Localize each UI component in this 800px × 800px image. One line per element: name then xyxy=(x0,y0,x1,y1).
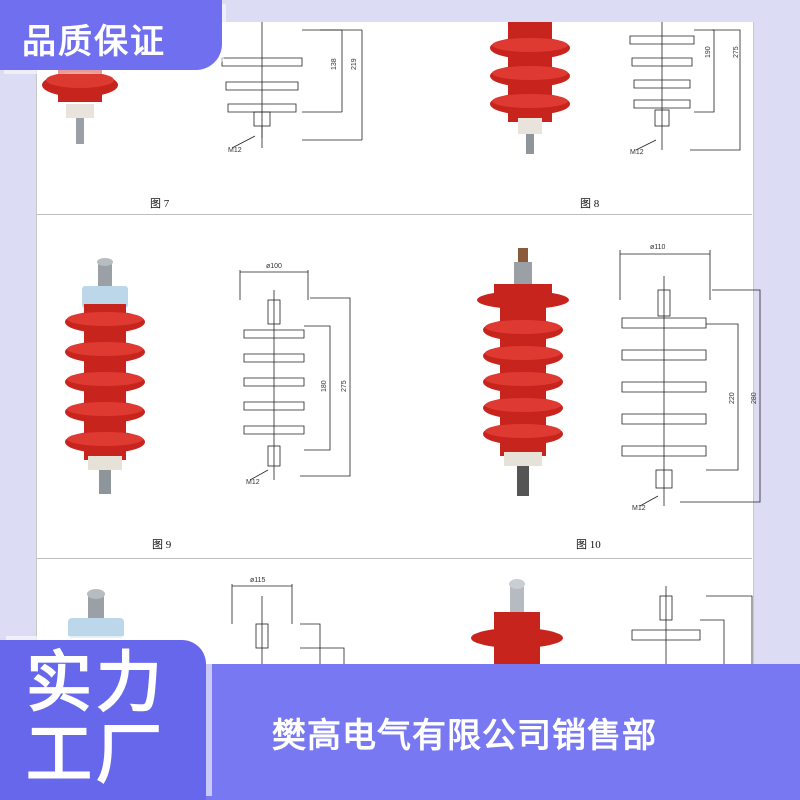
thread-label-9: M12 xyxy=(246,479,260,486)
arrester-photo-12 xyxy=(471,579,563,664)
arrester-photo-11 xyxy=(68,589,124,638)
dim-label: 138 xyxy=(331,58,338,70)
dim-label: 275 xyxy=(733,46,740,58)
arrester-drawing-7 xyxy=(221,22,363,149)
factory-badge: 实力 工厂 xyxy=(0,640,206,800)
row-divider xyxy=(36,214,752,215)
row-divider xyxy=(36,558,752,559)
company-name: 樊高电气有限公司销售部 xyxy=(272,716,657,756)
arrester-drawing-9 xyxy=(239,270,351,481)
dim-label: 220 xyxy=(729,392,736,404)
thread-label-10: M12 xyxy=(632,505,646,512)
dim-label: ø115 xyxy=(250,577,266,584)
figure-caption-7: 图 7 xyxy=(150,198,170,210)
thread-label-8: M12 xyxy=(630,149,644,156)
arrester-photo-9 xyxy=(65,258,145,494)
dim-label: 180 xyxy=(321,380,328,392)
arrester-drawing-12 xyxy=(631,586,753,664)
factory-badge-line2: 工厂 xyxy=(26,716,166,793)
arrester-photo-8 xyxy=(490,22,570,154)
thread-label-7: M12 xyxy=(228,147,242,154)
arrester-drawing-8 xyxy=(629,22,741,151)
dim-label: 280 xyxy=(751,392,758,404)
arrester-drawing-10 xyxy=(619,250,761,507)
quality-badge-text: 品质保证 xyxy=(22,22,166,62)
dim-label: 219 xyxy=(351,58,358,70)
arrester-drawing-11 xyxy=(231,584,345,664)
factory-badge-line1: 实力 xyxy=(26,644,166,721)
figure-caption-9: 图 9 xyxy=(152,539,172,551)
figure-caption-10: 图 10 xyxy=(576,539,601,551)
quality-badge: 品质保证 xyxy=(0,0,222,70)
dim-label: 190 xyxy=(705,46,712,58)
dim-label: ø100 xyxy=(266,263,282,270)
figure-caption-8: 图 8 xyxy=(580,198,600,210)
dim-label: ø110 xyxy=(650,244,666,251)
dim-label: 275 xyxy=(341,380,348,392)
arrester-photo-10 xyxy=(477,248,569,496)
